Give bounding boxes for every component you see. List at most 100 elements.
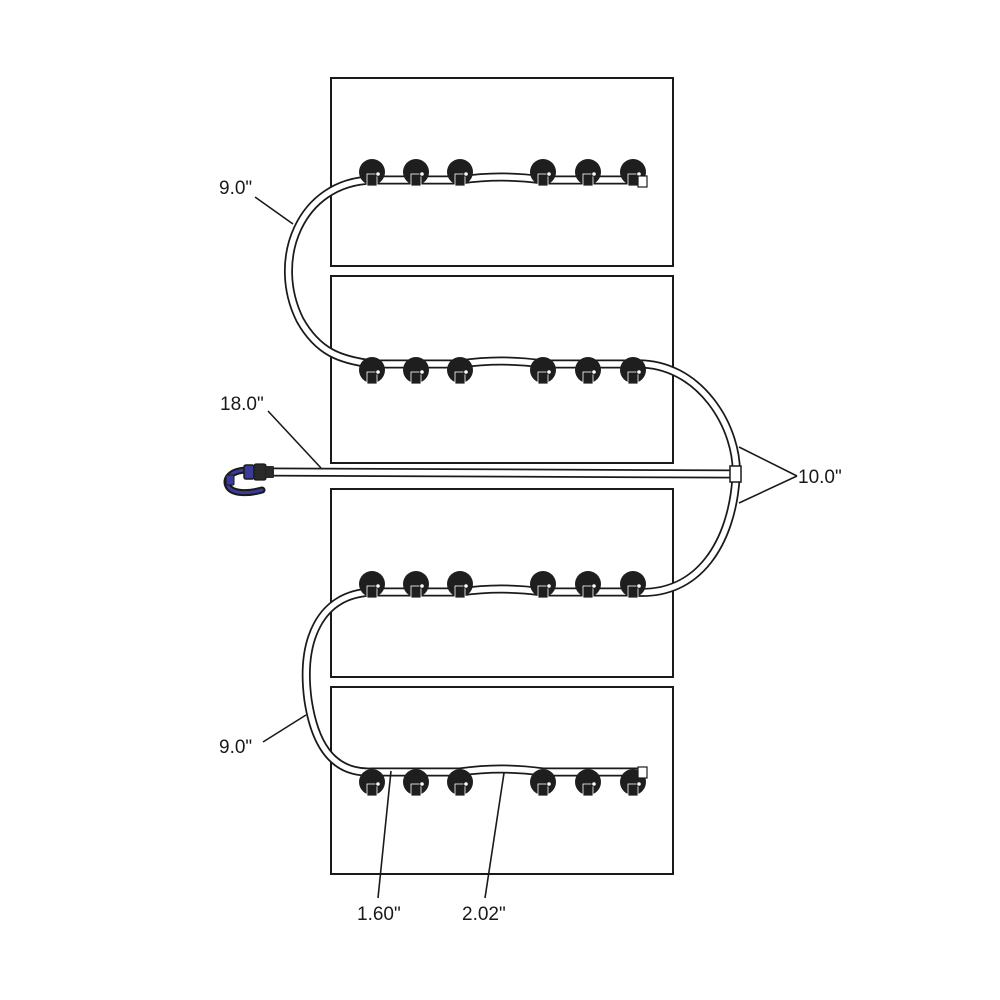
led-screw-hole (375, 369, 381, 375)
led-clip (410, 585, 422, 599)
led-module (447, 769, 473, 797)
led-screw-hole (419, 369, 425, 375)
led-screw-hole (546, 781, 552, 787)
led-clip (366, 783, 378, 797)
end-cap-bottom (637, 766, 648, 779)
led-module (530, 571, 556, 599)
led-screw-hole (546, 583, 552, 589)
led-body (359, 357, 385, 383)
panel-1 (330, 77, 674, 267)
led-module (620, 571, 646, 599)
leader-spacing-long (484, 772, 505, 899)
led-screw-hole (546, 171, 552, 177)
leader-right-loop-lower (738, 475, 798, 504)
led-body (447, 571, 473, 597)
led-clip (366, 371, 378, 385)
led-screw-hole (375, 171, 381, 177)
led-module (403, 769, 429, 797)
led-clip (582, 173, 594, 187)
led-module (359, 159, 385, 187)
dim-label-bottom-loop: 9.0" (219, 737, 252, 758)
led-clip (410, 783, 422, 797)
led-body (447, 159, 473, 185)
led-body (447, 357, 473, 383)
led-screw-hole (591, 781, 597, 787)
led-clip (454, 585, 466, 599)
led-module (403, 357, 429, 385)
led-clip (454, 173, 466, 187)
led-screw-hole (375, 583, 381, 589)
dim-label-top-loop: 9.0" (219, 178, 252, 199)
led-clip (582, 371, 594, 385)
led-module (359, 571, 385, 599)
led-clip (627, 585, 639, 599)
led-clip (366, 173, 378, 187)
dim-label-spacing-long: 2.02" (462, 904, 506, 925)
led-body (403, 159, 429, 185)
led-module (359, 357, 385, 385)
led-clip (627, 173, 639, 187)
led-body (530, 571, 556, 597)
led-body (447, 769, 473, 795)
led-clip (366, 585, 378, 599)
led-screw-hole (591, 369, 597, 375)
led-clip (537, 585, 549, 599)
led-clip (627, 783, 639, 797)
leader-top-loop (254, 196, 294, 225)
led-clip (410, 173, 422, 187)
led-module (575, 159, 601, 187)
led-body (530, 159, 556, 185)
panel-4 (330, 686, 674, 875)
led-module (447, 159, 473, 187)
led-clip (627, 371, 639, 385)
led-module (620, 357, 646, 385)
end-cap-top (637, 175, 648, 188)
led-screw-hole (419, 583, 425, 589)
leader-right-loop-upper (738, 446, 798, 477)
leader-bottom-loop (262, 714, 307, 743)
dim-label-spacing-short: 1.60" (357, 904, 401, 925)
dim-label-lead: 18.0" (220, 394, 264, 415)
led-clip (537, 371, 549, 385)
led-screw-hole (463, 369, 469, 375)
led-body (403, 769, 429, 795)
led-module (575, 769, 601, 797)
led-module (403, 159, 429, 187)
led-module (530, 769, 556, 797)
led-screw-hole (591, 171, 597, 177)
input-connector (223, 463, 274, 497)
led-body (530, 357, 556, 383)
led-clip (582, 585, 594, 599)
led-module (447, 571, 473, 599)
led-screw-hole (375, 781, 381, 787)
led-module (530, 159, 556, 187)
led-module (530, 357, 556, 385)
led-modules (359, 159, 646, 797)
led-module (403, 571, 429, 599)
led-body (575, 357, 601, 383)
led-body (359, 571, 385, 597)
led-clip (537, 783, 549, 797)
dim-label-right-loop: 10.0" (798, 467, 842, 488)
t-junction-connector (729, 465, 742, 483)
led-screw-hole (546, 369, 552, 375)
led-body (575, 769, 601, 795)
led-clip (582, 783, 594, 797)
led-clip (410, 371, 422, 385)
led-module (359, 769, 385, 797)
led-module (575, 571, 601, 599)
leader-spacing-short (377, 770, 392, 899)
led-screw-hole (463, 171, 469, 177)
led-screw-hole (591, 583, 597, 589)
led-body (575, 571, 601, 597)
led-body (403, 571, 429, 597)
leader-lead (267, 410, 322, 469)
led-screw-hole (419, 781, 425, 787)
led-screw-hole (419, 171, 425, 177)
led-screw-hole (636, 369, 642, 375)
led-body (620, 571, 646, 597)
led-screw-hole (636, 781, 642, 787)
led-screw-hole (463, 583, 469, 589)
led-body (575, 159, 601, 185)
